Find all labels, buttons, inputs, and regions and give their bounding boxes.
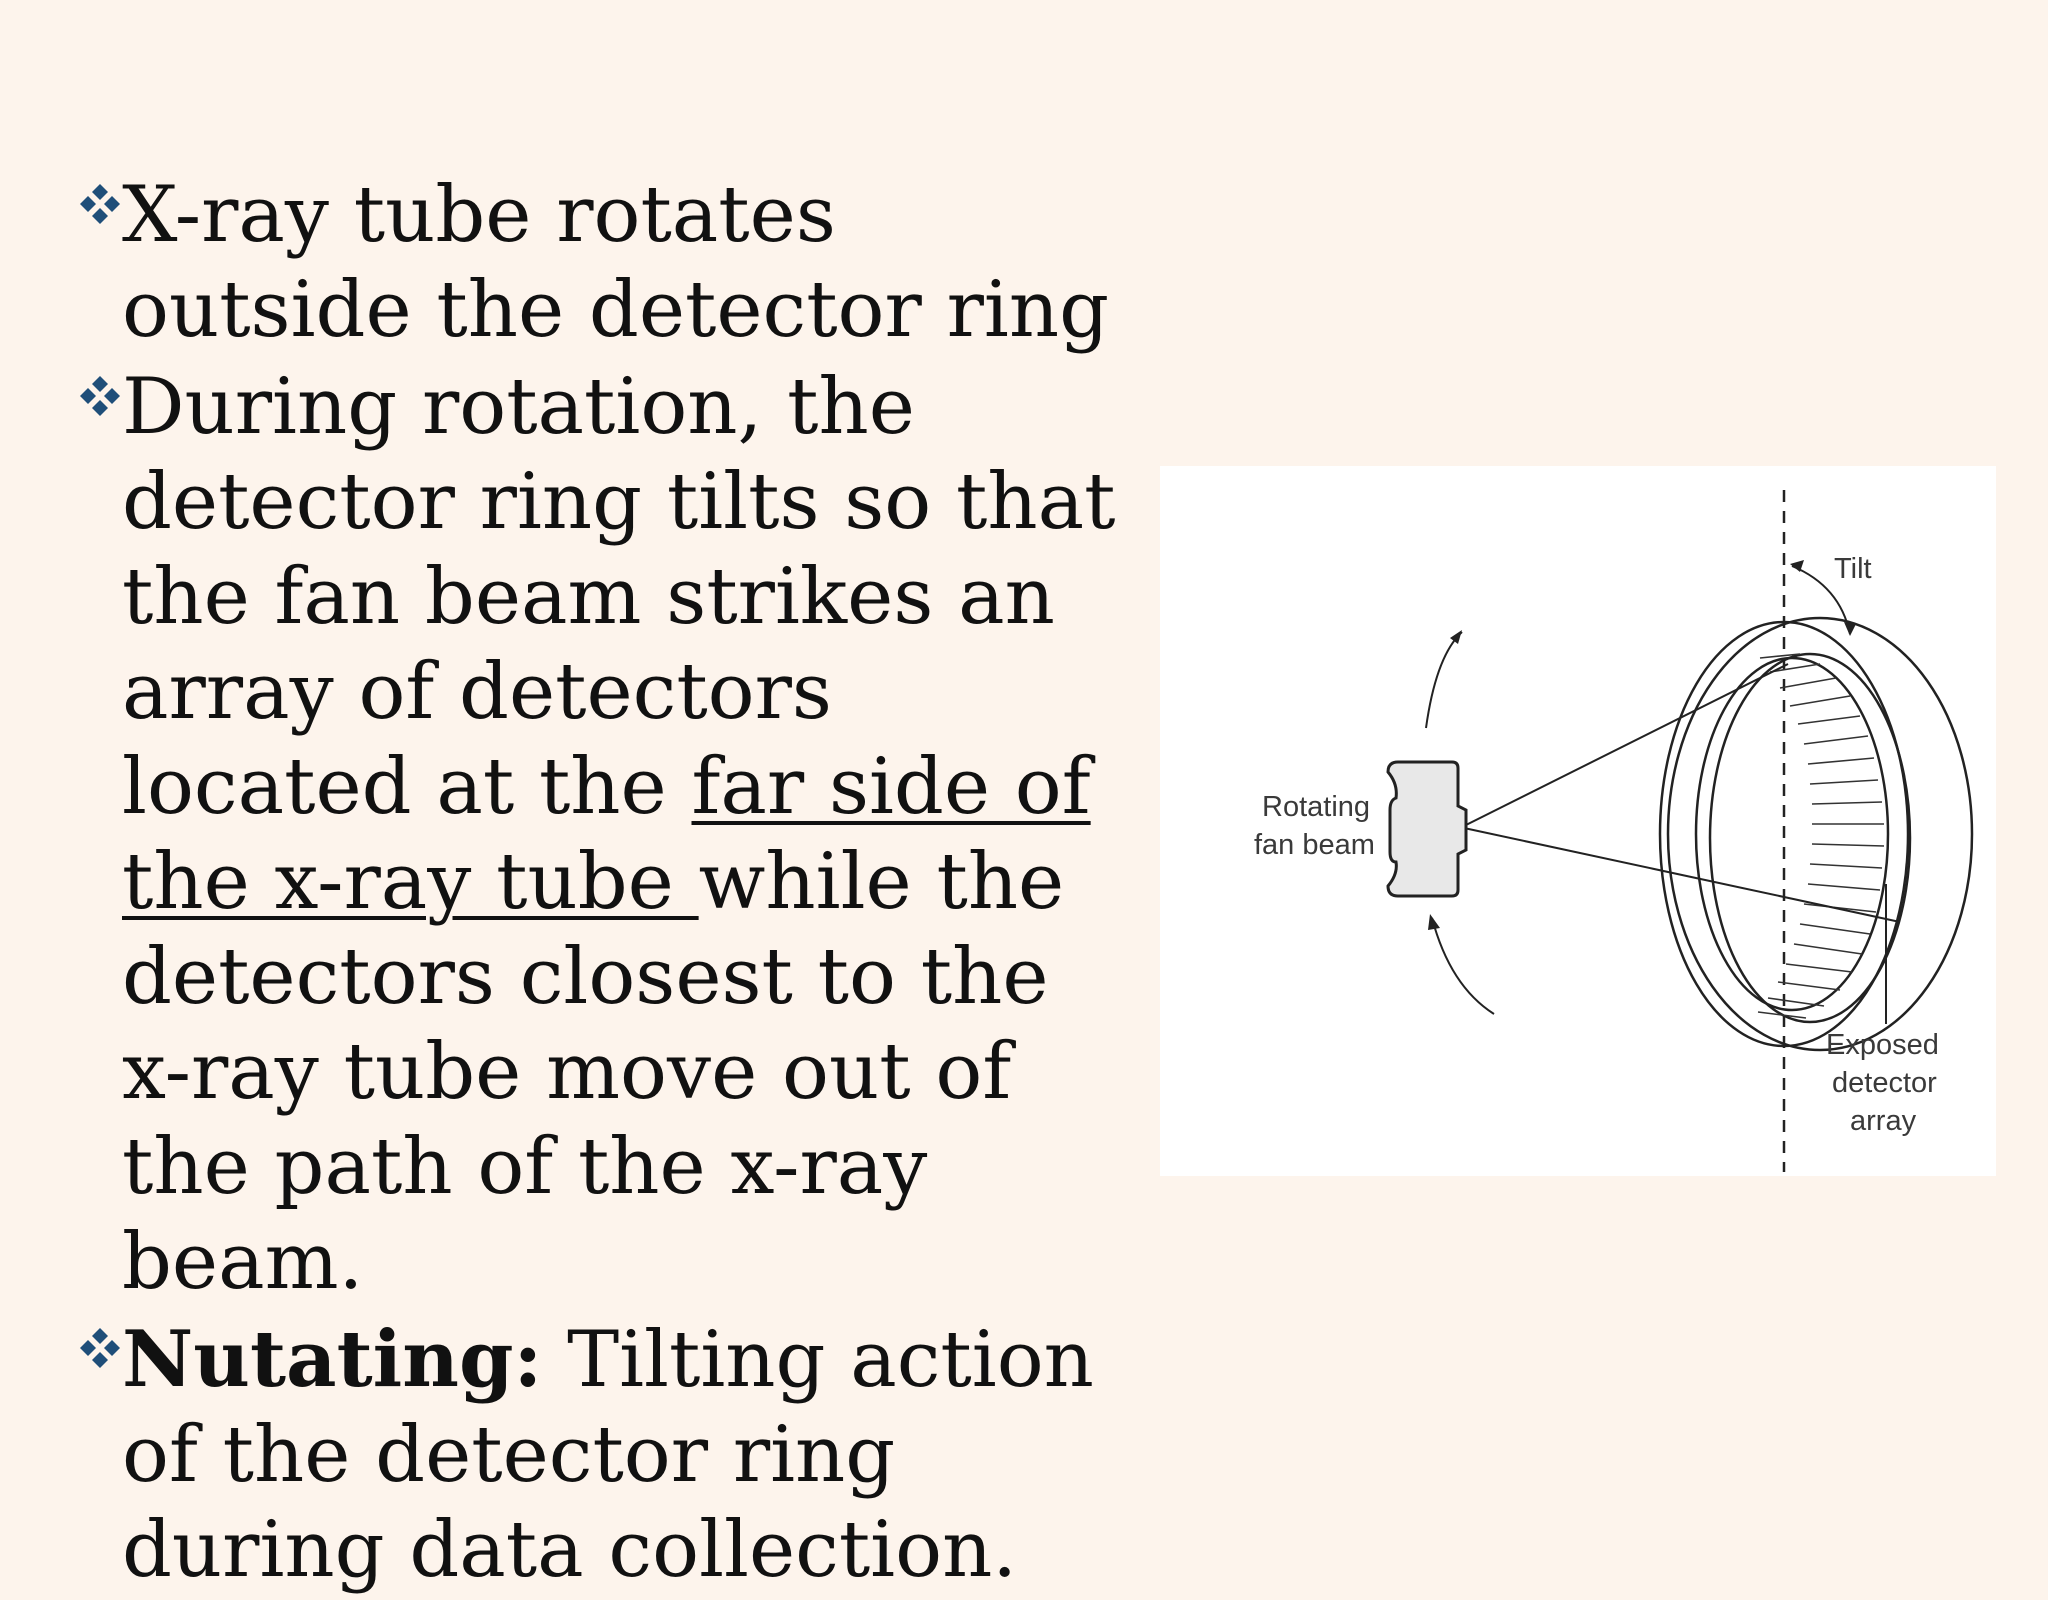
detector-ring-outer <box>1666 616 1974 1052</box>
underlined-text: far side of the x-ray tube <box>122 742 1091 927</box>
nutating-ring-diagram: Tilt <box>1160 466 1996 1176</box>
bullet-item: During rotation, the detector ring tilts… <box>72 360 1132 1310</box>
rotation-arc-bottom <box>1431 917 1495 1015</box>
bullet-item: Nutating: Tilting action of the detector… <box>72 1312 1132 1598</box>
detector-array-hatching <box>1757 653 1885 1019</box>
bullet-list: X-ray tube rotates outside the detector … <box>72 168 1132 1600</box>
rotation-arrowhead-bottom <box>1428 914 1440 930</box>
tilt-arrowhead-bottom <box>1844 622 1856 636</box>
detector-label-line3: array <box>1850 1105 1917 1137</box>
bullet-item: X-ray tube rotates outside the detector … <box>72 168 1132 358</box>
term-bold: Nutating: <box>122 1314 543 1405</box>
rotation-arc-top <box>1425 631 1463 729</box>
detector-label-line2: detector <box>1832 1067 1937 1099</box>
source-label-line1: Rotating <box>1262 791 1370 823</box>
diagram-svg: Tilt <box>1254 490 1974 1172</box>
source-label-line2: fan beam <box>1254 829 1375 861</box>
rotation-arrowhead-top <box>1450 630 1462 644</box>
detector-ring-inner <box>1708 652 1912 1024</box>
detector-ring-front-inner <box>1694 656 1890 1012</box>
detector-label-line1: Exposed <box>1826 1029 1939 1061</box>
fan-beam-lower <box>1463 827 1901 923</box>
slide: X-ray tube rotates outside the detector … <box>80 170 1996 1595</box>
detector-ring-front-outer <box>1658 620 1910 1048</box>
fan-beam-upper <box>1463 663 1789 827</box>
bullet-text: X-ray tube rotates outside the detector … <box>122 170 1109 355</box>
tilt-label: Tilt <box>1834 553 1872 585</box>
bullet-text: while the detectors closest to the x-ray… <box>122 837 1065 1307</box>
x-ray-tube <box>1386 760 1468 898</box>
four-diamond-bullet-icon <box>80 184 120 224</box>
tilt-arrowhead-top <box>1790 560 1804 572</box>
four-diamond-bullet-icon <box>80 376 120 416</box>
four-diamond-bullet-icon <box>80 1328 120 1368</box>
bullet-text: During rotation, the detector ring tilts… <box>122 362 1116 832</box>
